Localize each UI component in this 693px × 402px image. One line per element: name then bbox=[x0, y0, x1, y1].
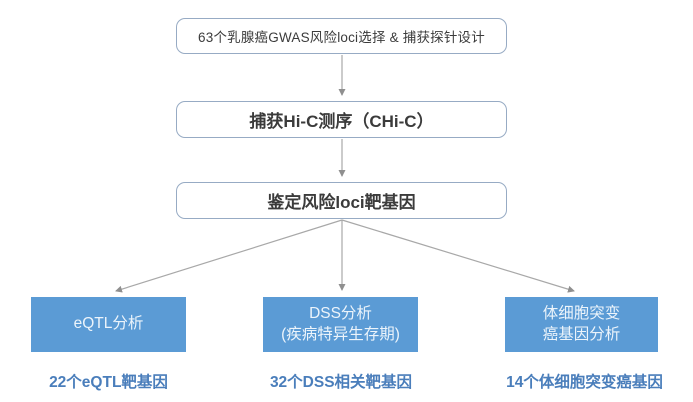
branch-box-dss-line-1: DSS分析 bbox=[309, 305, 372, 323]
branch-box-dss-analysis: DSS分析 (疾病特异生存期) bbox=[263, 297, 418, 352]
branch-box-dss-line-2: (疾病特异生存期) bbox=[281, 325, 400, 343]
result-label-somatic-mutation-genes: 14个体细胞突变癌基因 bbox=[506, 374, 663, 391]
flow-step-capture-hic-sequencing: 捕获Hi-C测序（CHi-C） bbox=[176, 101, 507, 138]
branch-box-somatic-line-1: 体细胞突变 bbox=[542, 305, 621, 323]
result-label-eqtl-target-genes: 22个eQTL靶基因 bbox=[49, 374, 168, 391]
branch-box-eqtl-line-1: eQTL分析 bbox=[73, 315, 144, 333]
result-label-dss-target-genes: 32个DSS相关靶基因 bbox=[269, 374, 413, 391]
flow-step-identify-target-genes: 鉴定风险loci靶基因 bbox=[176, 182, 507, 219]
flow-step-loci-selection-probe-design: 63个乳腺癌GWAS风险loci选择 & 捕获探针设计 bbox=[176, 18, 507, 54]
branch-box-somatic-mutation-analysis: 体细胞突变 癌基因分析 bbox=[505, 297, 658, 352]
branch-box-somatic-line-2: 癌基因分析 bbox=[542, 325, 621, 343]
branch-box-eqtl-analysis: eQTL分析 bbox=[31, 297, 186, 352]
